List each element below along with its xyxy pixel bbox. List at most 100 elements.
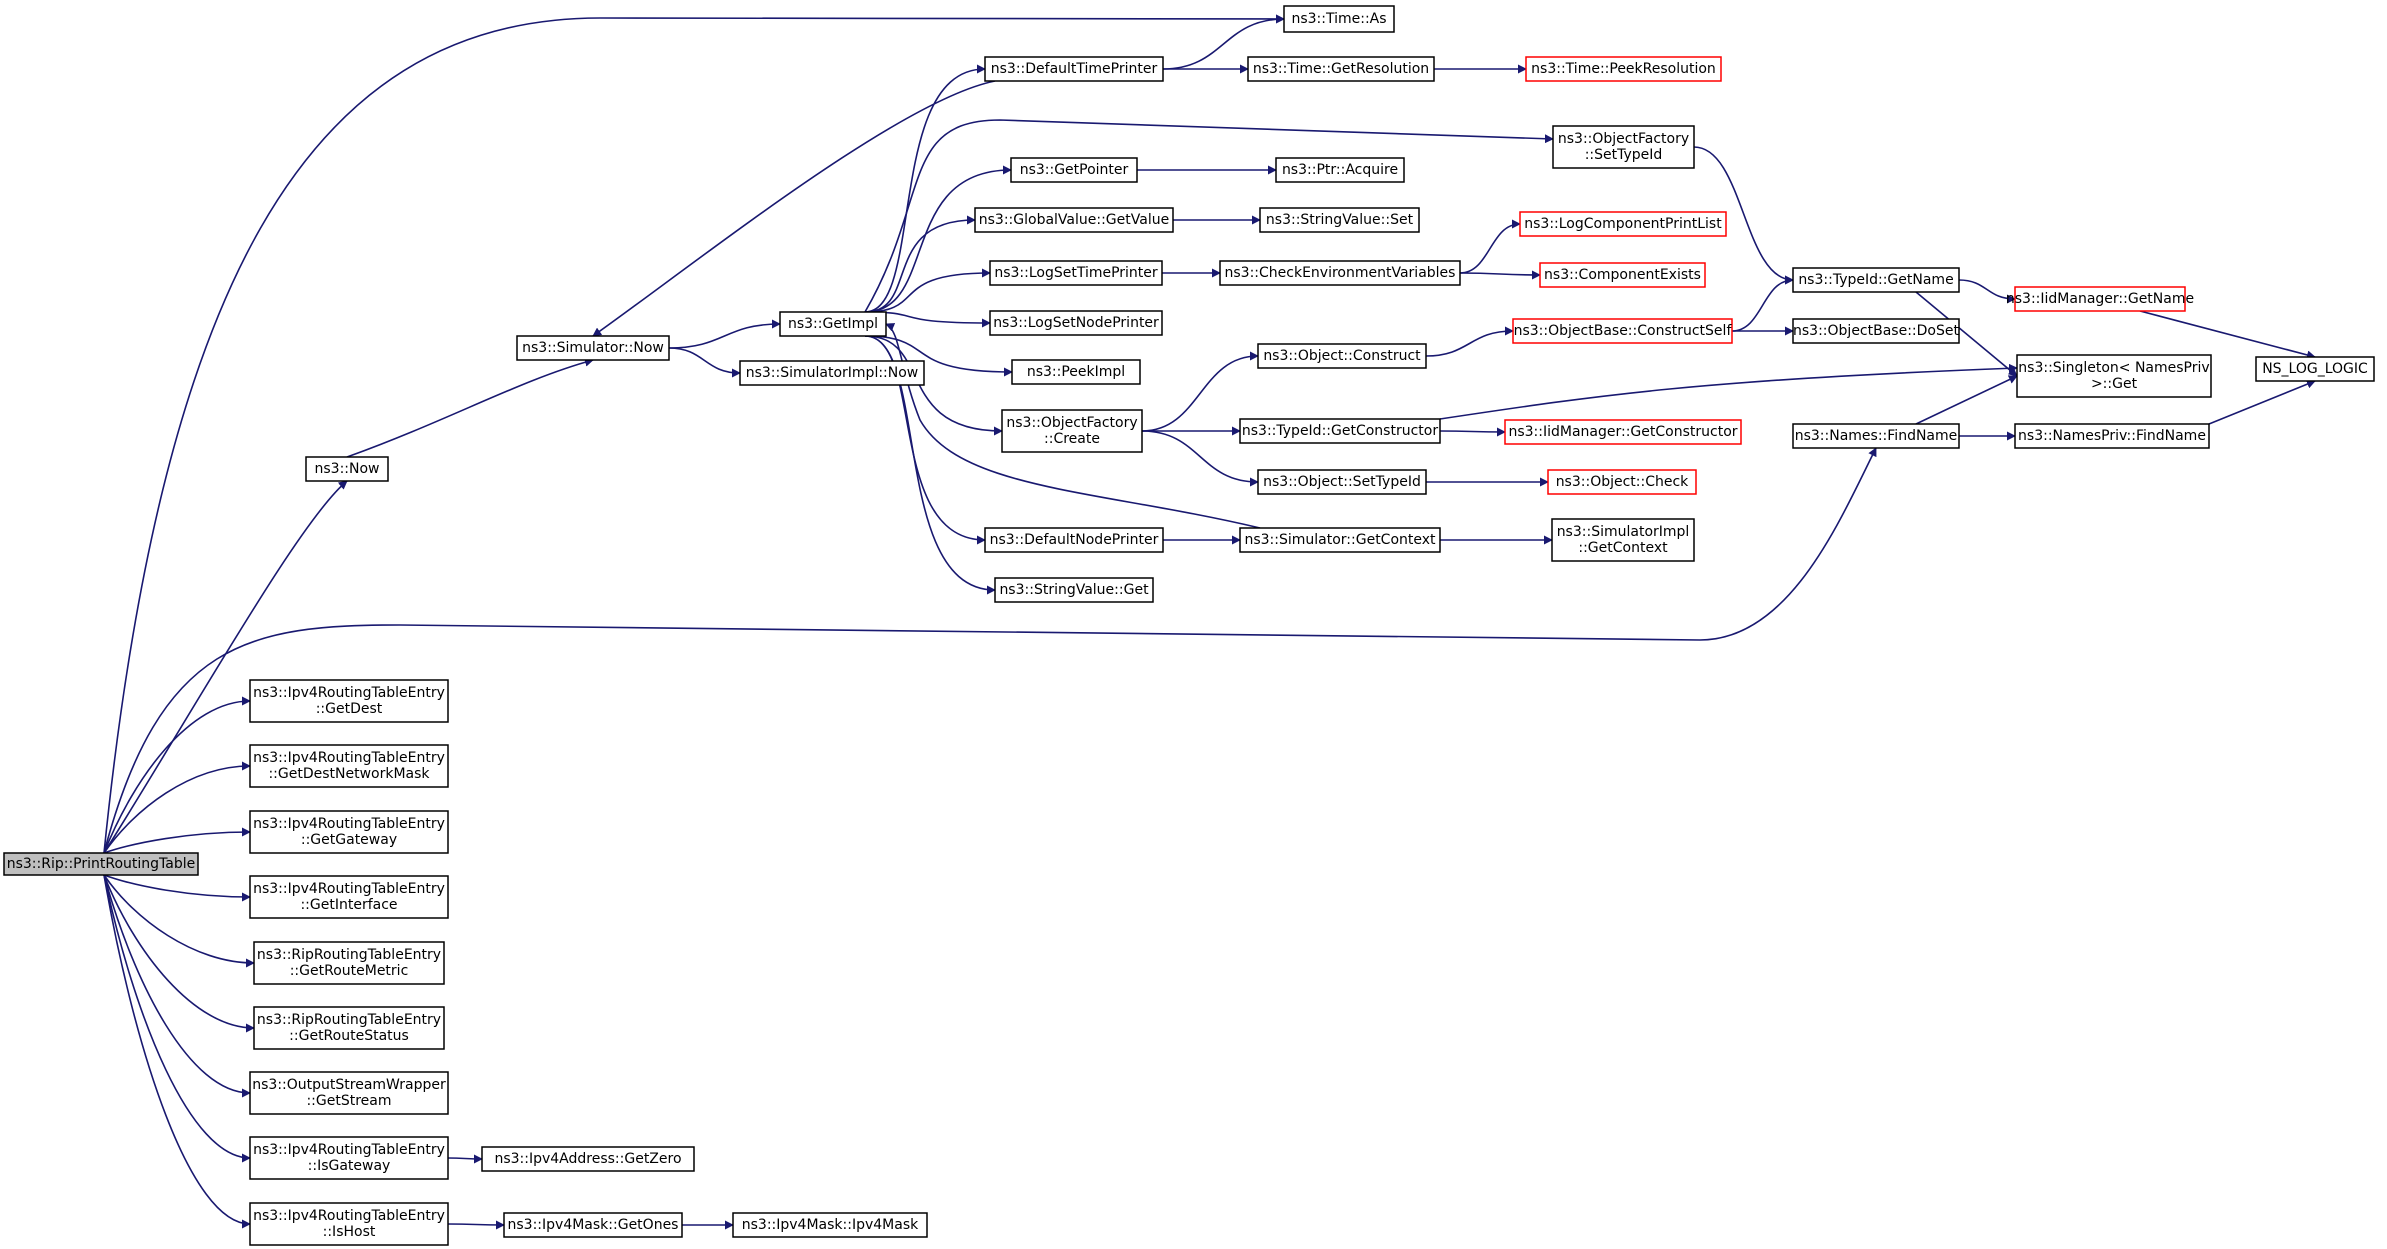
edge-root-to-ipv4-is-host [103,874,251,1229]
node-label: ns3::SimulatorImpl [1557,524,1690,540]
node-label: ::Create [1044,431,1100,447]
edge-root-to-ipv4-get-dest-mask [103,761,251,854]
node-box [249,810,449,854]
edge-root-to-ipv4-get-gateway [103,827,251,854]
edge-of-create-to-object-set-type-id [1141,430,1259,487]
node-box [2014,423,2210,449]
node-of-create[interactable]: ns3::ObjectFactory::Create [1001,409,1143,453]
node-peek-impl[interactable]: ns3::PeekImpl [1011,359,1141,385]
node-names-find-name[interactable]: ns3::Names::FindName [1792,423,1960,449]
edge-simulator-now-to-simulator-impl-now [668,347,741,378]
node-simulator-impl-now[interactable]: ns3::SimulatorImpl::Now [739,360,925,386]
edge-typeid-get-name-to-iid-get-name [1958,279,2016,304]
node-object-set-type-id[interactable]: ns3::Object::SetTypeId [1257,469,1427,495]
node-gv-get-value[interactable]: ns3::GlobalValue::GetValue [974,207,1174,233]
node-box [1275,157,1405,183]
node-ptr-acquire[interactable]: ns3::Ptr::Acquire [1275,157,1405,183]
node-label: ::GetRouteStatus [289,1028,409,1044]
edge-object-base-construct-self-to-typeid-get-name [1731,275,1794,332]
node-ipv4-mask-get-ones[interactable]: ns3::Ipv4Mask::GetOnes [503,1212,683,1238]
node-box [249,744,449,788]
node-box [1010,157,1138,183]
edge-root-to-osw-get-stream [103,874,251,1098]
edge-get-impl-to-gv-get-value [864,215,976,313]
edge-ns3-now-to-simulator-now [346,357,594,458]
node-label: ns3::GlobalValue::GetValue [979,212,1169,228]
edge-get-impl-to-default-time-printer [864,64,986,313]
node-ns-log-logic[interactable]: NS_LOG_LOGIC [2255,356,2375,382]
edge-root-to-ipv4-is-gateway [103,874,251,1163]
node-iid-get-name[interactable]: ns3::IidManager::GetName [2006,286,2194,312]
node-label: ns3::Time::As [1291,11,1386,27]
edge-of-set-type-id-to-typeid-get-name [1693,146,1794,285]
node-ipv4-get-interface[interactable]: ns3::Ipv4RoutingTableEntry::GetInterface [249,875,449,919]
node-default-node-printer[interactable]: ns3::DefaultNodePrinter [984,527,1164,553]
edge-root-to-time-as [103,14,1285,854]
node-label: ::GetStream [306,1093,391,1109]
node-simulator-impl-get-context[interactable]: ns3::SimulatorImpl::GetContext [1551,518,1695,562]
node-ipv4-get-dest-mask[interactable]: ns3::Ipv4RoutingTableEntry::GetDestNetwo… [249,744,449,788]
node-root[interactable]: ns3::Rip::PrintRoutingTable [3,852,199,876]
node-label: ns3::Ipv4Address::GetZero [494,1151,681,1167]
node-label: ns3::Names::FindName [1795,428,1958,444]
node-peek-resolution[interactable]: ns3::Time::PeekResolution [1525,56,1722,82]
node-box [249,1071,449,1115]
node-box [974,207,1174,233]
node-box [305,456,389,482]
node-component-exists[interactable]: ns3::ComponentExists [1539,262,1706,288]
edge-default-time-printer-to-time-as [1162,14,1285,70]
edge-ipv4-is-gateway-to-ipv4-address-get-zero [447,1154,483,1164]
node-ipv4-get-dest[interactable]: ns3::Ipv4RoutingTableEntry::GetDest [249,679,449,723]
node-box [1552,125,1695,169]
edge-names-find-name-to-singleton-get [1915,375,2018,425]
edge-root-to-rip-get-route-metric [103,874,255,968]
node-label: >::Get [2091,376,2138,392]
node-ipv4-is-host[interactable]: ns3::Ipv4RoutingTableEntry::IsHost [249,1202,449,1246]
node-typeid-get-constructor[interactable]: ns3::TypeId::GetConstructor [1239,418,1441,444]
node-object-base-do-set[interactable]: ns3::ObjectBase::DoSet [1792,318,1960,344]
node-time-as[interactable]: ns3::Time::As [1283,5,1395,33]
node-get-impl[interactable]: ns3::GetImpl [779,311,887,337]
node-sv-set[interactable]: ns3::StringValue::Set [1259,207,1420,233]
node-sv-get[interactable]: ns3::StringValue::Get [994,577,1154,603]
node-of-set-type-id[interactable]: ns3::ObjectFactory::SetTypeId [1552,125,1695,169]
node-rip-get-route-status[interactable]: ns3::RipRoutingTableEntry::GetRouteStatu… [253,1006,445,1050]
node-object-base-construct-self[interactable]: ns3::ObjectBase::ConstructSelf [1512,318,1733,344]
node-label: ns3::TypeId::GetName [1798,272,1953,288]
node-get-resolution[interactable]: ns3::Time::GetResolution [1247,56,1435,82]
node-log-set-time-printer[interactable]: ns3::LogSetTimePrinter [989,260,1163,286]
node-label: ns3::CheckEnvironmentVariables [1225,265,1456,281]
node-osw-get-stream[interactable]: ns3::OutputStreamWrapper::GetStream [249,1071,449,1115]
node-label: ns3::ObjectFactory [1006,415,1137,431]
node-object-check[interactable]: ns3::Object::Check [1547,469,1697,495]
node-typeid-get-name[interactable]: ns3::TypeId::GetName [1792,267,1960,293]
node-check-env[interactable]: ns3::CheckEnvironmentVariables [1219,260,1461,286]
node-simulator-now[interactable]: ns3::Simulator::Now [516,335,670,361]
edge-object-construct-to-object-base-construct-self [1425,326,1514,357]
node-rip-get-route-metric[interactable]: ns3::RipRoutingTableEntry::GetRouteMetri… [253,941,445,985]
node-box [1283,5,1395,33]
node-get-pointer[interactable]: ns3::GetPointer [1010,157,1138,183]
edge-root-to-ipv4-get-dest [103,696,251,854]
node-log-component-print-list[interactable]: ns3::LogComponentPrintList [1519,211,1727,237]
node-label: ns3::LogSetTimePrinter [994,265,1158,281]
node-object-construct[interactable]: ns3::Object::Construct [1257,343,1427,369]
node-ipv4-address-get-zero[interactable]: ns3::Ipv4Address::GetZero [481,1146,695,1172]
node-label: ns3::Ipv4RoutingTableEntry [253,685,445,701]
node-iid-get-constructor[interactable]: ns3::IidManager::GetConstructor [1504,419,1742,445]
node-ipv4-is-gateway[interactable]: ns3::Ipv4RoutingTableEntry::IsGateway [249,1136,449,1180]
edge-root-to-ipv4-get-interface [103,874,251,902]
node-simulator-get-context[interactable]: ns3::Simulator::GetContext [1239,527,1441,553]
node-names-priv-find-name[interactable]: ns3::NamesPriv::FindName [2014,423,2210,449]
node-ns3-now[interactable]: ns3::Now [305,456,389,482]
node-box [1239,418,1441,444]
node-box [1792,318,1960,344]
node-label: ns3::Object::Check [1556,474,1689,490]
node-log-set-node-printer[interactable]: ns3::LogSetNodePrinter [989,310,1163,336]
node-label: ::GetDest [316,701,383,717]
node-default-time-printer[interactable]: ns3::DefaultTimePrinter [984,56,1164,82]
node-singleton-get[interactable]: ns3::Singleton< NamesPriv>::Get [2016,354,2212,398]
node-ipv4-get-gateway[interactable]: ns3::Ipv4RoutingTableEntry::GetGateway [249,810,449,854]
edge-typeid-get-constructor-to-iid-get-constructor [1439,427,1506,437]
node-ipv4-mask-ctor[interactable]: ns3::Ipv4Mask::Ipv4Mask [732,1212,928,1238]
